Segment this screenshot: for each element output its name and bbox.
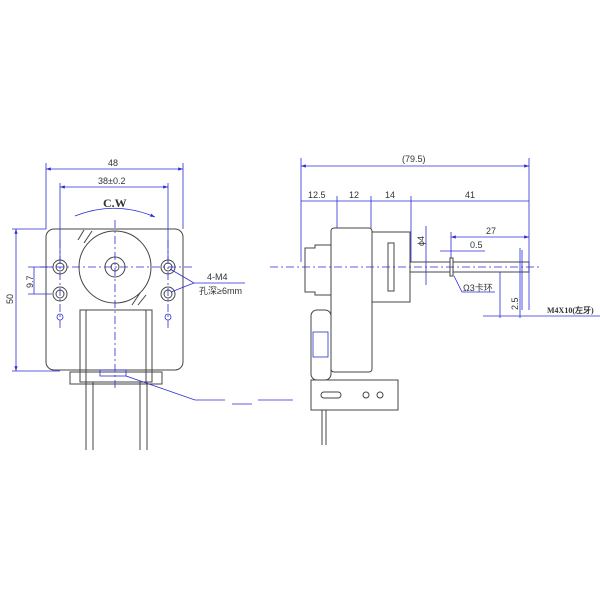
dim-hole-spacing: 38±0.2 bbox=[98, 176, 125, 186]
rear-gear bbox=[304, 244, 332, 296]
slot bbox=[320, 391, 342, 399]
dim-flat: 2.5 bbox=[510, 297, 520, 310]
thread-spec: M4X10(左牙) bbox=[547, 305, 594, 315]
rotation-arrow bbox=[74, 207, 156, 218]
hole-depth: 孔深≥6mm bbox=[199, 286, 242, 296]
hole-spec: 4-M4 bbox=[207, 272, 228, 282]
clip-leader bbox=[453, 275, 495, 293]
dim-shaft-diameter: ϕ4 bbox=[416, 236, 426, 246]
base-plate bbox=[310, 379, 399, 411]
hole-leader bbox=[169, 268, 245, 293]
dim-total-length: (79.5) bbox=[402, 154, 426, 164]
dim-segment-1: 12.5 bbox=[308, 190, 326, 200]
clip-label: Ω3卡环 bbox=[463, 282, 493, 293]
bottom-bracket bbox=[69, 309, 163, 385]
dim-overall-width: 48 bbox=[108, 158, 118, 168]
lead-wires bbox=[85, 382, 148, 450]
label-leader bbox=[125, 375, 293, 405]
stator-block bbox=[330, 227, 373, 373]
side-leads bbox=[321, 410, 327, 445]
rotation-direction: C.W bbox=[103, 196, 127, 210]
dim-segment-2: 12 bbox=[349, 190, 359, 200]
lower-label bbox=[312, 331, 329, 358]
dim-thread-length: 27 bbox=[486, 226, 496, 236]
dim-clip-offset: 0.5 bbox=[470, 240, 483, 250]
dim-height: 50 bbox=[5, 294, 15, 304]
label-plate bbox=[99, 369, 127, 377]
dim-segment-3: 14 bbox=[385, 190, 395, 200]
coil-clips bbox=[77, 229, 147, 306]
front-centerlines bbox=[40, 220, 195, 390]
side-view: (79.5) 12.5 12 14 41 ϕ4 27 0.5 Ω3卡环 2.5 … bbox=[270, 154, 600, 445]
dim-hole-offset: 9.7 bbox=[25, 275, 35, 288]
dim-shaft-length: 41 bbox=[465, 190, 475, 200]
front-view: 48 38±0.2 C.W 50 9.7 4-M4 孔深≥6mm bbox=[5, 158, 293, 450]
